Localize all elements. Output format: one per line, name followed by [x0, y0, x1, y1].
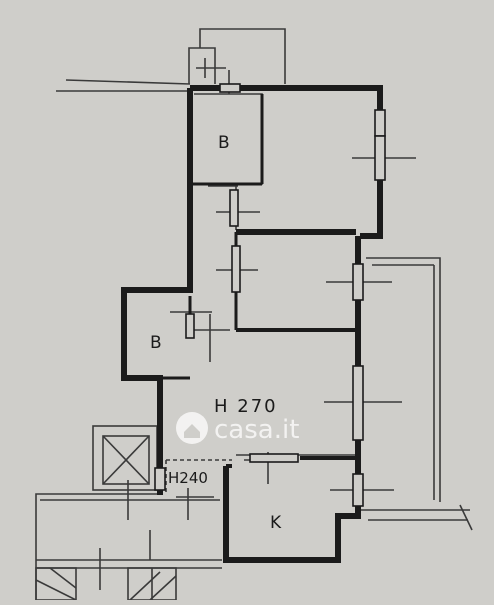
- watermark-text: casa.it: [214, 415, 299, 445]
- label-kitchen: K: [270, 513, 282, 533]
- stair-right-diag-b: [149, 575, 177, 601]
- window-upper-right: [374, 109, 386, 137]
- watermark-house-icon: [184, 424, 200, 438]
- balcony-outline: [366, 257, 441, 502]
- label-height-main: H 270: [214, 396, 278, 417]
- label-bath-upper: B: [218, 133, 230, 153]
- lift-cross-b: [102, 435, 150, 485]
- lift-shaft-inner: [102, 435, 150, 485]
- top-left-line-b: [65, 79, 191, 85]
- door-hall-entry: [154, 467, 166, 491]
- walls: [121, 85, 383, 563]
- door-kitchen: [249, 453, 299, 463]
- window-right-mid: [352, 263, 364, 301]
- door-lower-bath: [185, 313, 195, 339]
- balcony-end-tick: [459, 504, 473, 531]
- openings: [154, 83, 386, 507]
- stair-left-diag-a: [35, 579, 77, 601]
- door-room-mid: [231, 245, 241, 293]
- landing-outline: [35, 493, 160, 600]
- top-terrace-outline: [199, 28, 286, 84]
- wall-lower-bath: [121, 282, 193, 495]
- label-bath-lower: B: [150, 333, 162, 353]
- watermark: casa.it: [176, 412, 299, 445]
- wall-right-bottom: [223, 466, 361, 563]
- stair-right-diag-a: [129, 571, 161, 601]
- window-upper-right-2: [374, 135, 386, 181]
- door-corridor: [229, 189, 239, 227]
- window-right-living: [352, 365, 364, 441]
- stair-left-diag-b: [49, 567, 77, 589]
- wall-upper-perimeter: [190, 85, 383, 110]
- window-right-kitchen: [352, 473, 364, 507]
- top-shaft-outline: [188, 47, 216, 84]
- label-height-hall: H240: [168, 469, 208, 487]
- door-top-entry: [219, 83, 241, 93]
